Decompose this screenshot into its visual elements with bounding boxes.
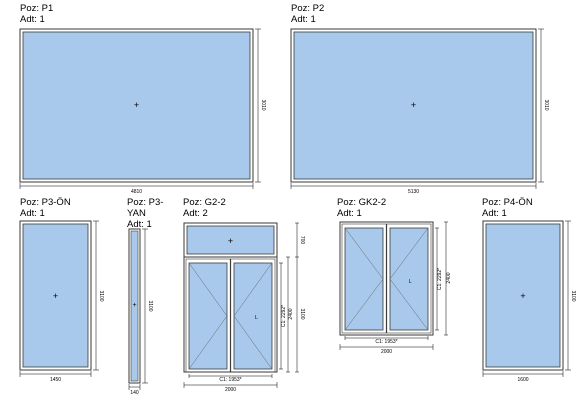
p3yan-adt-label: Adt: 1 xyxy=(127,219,152,230)
window-p1: + 4810 3010 xyxy=(19,28,266,195)
p3yan-width-label: 140 xyxy=(130,390,139,396)
p3on-height-label: 3100 xyxy=(98,290,104,301)
hinge-mark-icon: L xyxy=(409,279,412,285)
g22-height-label: 3100 xyxy=(299,308,305,319)
g22-door-label: 2400 xyxy=(288,308,294,319)
center-mark-icon: + xyxy=(411,100,416,110)
p3on-adt-label: Adt: 1 xyxy=(20,208,45,219)
p3on-width-label: 1450 xyxy=(50,377,61,383)
g22-adt-label: Adt: 2 xyxy=(183,208,208,219)
p2-poz-label: Poz: P2 xyxy=(291,3,325,14)
door-leaf-left xyxy=(344,227,384,331)
glass-pane xyxy=(130,230,139,382)
glass-pane xyxy=(22,223,89,368)
gk22-height-label: 2400 xyxy=(446,272,452,283)
window-p3-yan: + 140 3100 xyxy=(128,228,153,396)
door-gk2-2: L C1: 1953* 2000 C1: 2292* 2400 xyxy=(339,221,452,355)
p2-height-label: 3010 xyxy=(543,99,549,110)
glass-pane xyxy=(485,223,561,368)
p4on-height-label: 3100 xyxy=(570,290,576,301)
p1-poz-label: Poz: P1 xyxy=(20,3,54,14)
transom-glass xyxy=(186,225,275,255)
p1-width-label: 4810 xyxy=(131,189,142,195)
p3yan-poz2-label: YAN xyxy=(127,208,146,219)
center-mark-icon: + xyxy=(132,302,136,309)
hinge-mark-icon: L xyxy=(255,315,258,321)
gk22-width-label: 2000 xyxy=(381,349,392,355)
p1-height-label: 3010 xyxy=(260,99,266,110)
p3yan-poz-label: Poz: P3- xyxy=(127,197,164,208)
center-mark-icon: + xyxy=(134,100,139,110)
center-mark-icon: + xyxy=(228,236,233,246)
gk22-cl-v-label: C1: 2292* xyxy=(437,268,443,290)
window-p2: + 5130 3010 xyxy=(290,28,549,195)
window-p3-on: + 1450 3100 xyxy=(19,220,104,383)
center-mark-icon: + xyxy=(520,291,525,301)
p2-width-label: 5130 xyxy=(408,189,419,195)
g22-transom-label: 700 xyxy=(299,236,305,245)
gk22-adt-label: Adt: 1 xyxy=(337,208,362,219)
glass-pane xyxy=(22,31,251,180)
g22-cl-v-label: C1: 2292* xyxy=(281,305,287,327)
p4on-poz-label: Poz: P4-ÖN xyxy=(482,197,533,208)
p4on-width-label: 1600 xyxy=(517,377,528,383)
p3on-poz-label: Poz: P3-ÖN xyxy=(20,197,71,208)
door-g2-2: + L C1: 1953* 2000 C1: 2292* 2400 xyxy=(183,222,305,393)
door-leaf-left xyxy=(188,262,228,370)
p3yan-height-label: 3100 xyxy=(147,300,153,311)
p1-adt-label: Adt: 1 xyxy=(20,14,45,25)
door-leaf-right xyxy=(233,262,273,370)
g22-width-label: 2000 xyxy=(225,387,236,393)
gk22-cl-label: C1: 1953* xyxy=(375,339,397,345)
g22-cl-label: C1: 1953* xyxy=(219,377,241,383)
g22-poz-label: Poz: G2-2 xyxy=(183,197,226,208)
p4on-adt-label: Adt: 1 xyxy=(482,208,507,219)
window-p4-on: + 1600 3100 xyxy=(482,220,576,383)
center-mark-icon: + xyxy=(53,291,58,301)
gk22-poz-label: Poz: GK2-2 xyxy=(337,197,387,208)
door-leaf-right xyxy=(389,227,429,331)
p2-adt-label: Adt: 1 xyxy=(291,14,316,25)
glass-pane xyxy=(293,31,534,180)
